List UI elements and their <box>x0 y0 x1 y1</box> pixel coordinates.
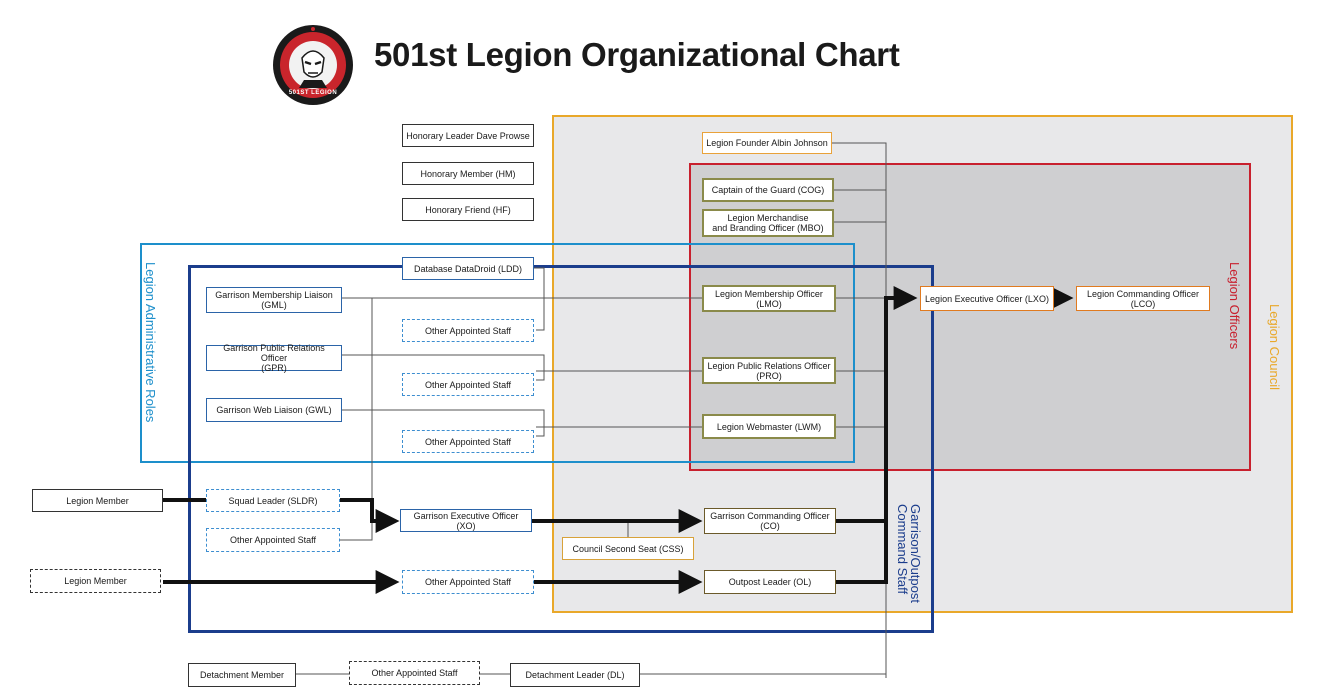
lco-box: Legion Commanding Officer (LCO) <box>1076 286 1210 311</box>
admin-staff-box-1: Other Appointed Staff <box>402 319 534 342</box>
sldr-box: Squad Leader (SLDR) <box>206 489 340 512</box>
command-staff-label: Garrison/Outpost Command Staff <box>895 504 923 603</box>
outpost-staff-box: Other Appointed Staff <box>402 570 534 594</box>
legion-logo: 501ST LEGION <box>272 24 354 106</box>
gwl-box: Garrison Web Liaison (GWL) <box>206 398 342 422</box>
admin-staff-box-2: Other Appointed Staff <box>402 373 534 396</box>
detachment-staff-box: Other Appointed Staff <box>349 661 480 685</box>
legion-officers-label: Legion Officers <box>1227 262 1242 350</box>
command-staff-region <box>188 265 934 633</box>
honorary-friend-box: Honorary Friend (HF) <box>402 198 534 221</box>
xo-box: Garrison Executive Officer (XO) <box>400 509 532 532</box>
legion-council-label: Legion Council <box>1267 304 1282 391</box>
page-title: 501st Legion Organizational Chart <box>374 36 900 73</box>
lxo-box: Legion Executive Officer (LXO) <box>920 286 1054 311</box>
detachment-leader-box: Detachment Leader (DL) <box>510 663 640 687</box>
honorary-leader-box: Honorary Leader Dave Prowse <box>402 124 534 147</box>
detachment-member-box: Detachment Member <box>188 663 296 687</box>
admin-roles-label: Legion Administrative Roles <box>143 262 158 423</box>
legion-member-box: Legion Member <box>32 489 163 512</box>
pro-box: Legion Public Relations Officer (PRO) <box>702 357 836 384</box>
founder-box: Legion Founder Albin Johnson <box>702 132 832 154</box>
squad-staff-box: Other Appointed Staff <box>206 528 340 552</box>
honorary-member-box: Honorary Member (HM) <box>402 162 534 185</box>
lwm-box: Legion Webmaster (LWM) <box>702 414 836 439</box>
co-box: Garrison Commanding Officer (CO) <box>704 508 836 534</box>
admin-roles-region <box>140 243 855 463</box>
lmo-box: Legion Membership Officer (LMO) <box>702 285 836 312</box>
ldd-box: Database DataDroid (LDD) <box>402 257 534 280</box>
css-box: Council Second Seat (CSS) <box>562 537 694 560</box>
cog-box: Captain of the Guard (COG) <box>702 178 834 202</box>
gml-box: Garrison Membership Liaison (GML) <box>206 287 342 313</box>
logo-text: 501ST LEGION <box>288 90 338 96</box>
gpr-box: Garrison Public Relations Officer (GPR) <box>206 343 342 373</box>
ol-box: Outpost Leader (OL) <box>704 570 836 594</box>
mbo-box: Legion Merchandise and Branding Officer … <box>702 209 834 237</box>
legion-member-dashed-box: Legion Member <box>30 569 161 593</box>
admin-staff-box-3: Other Appointed Staff <box>402 430 534 453</box>
